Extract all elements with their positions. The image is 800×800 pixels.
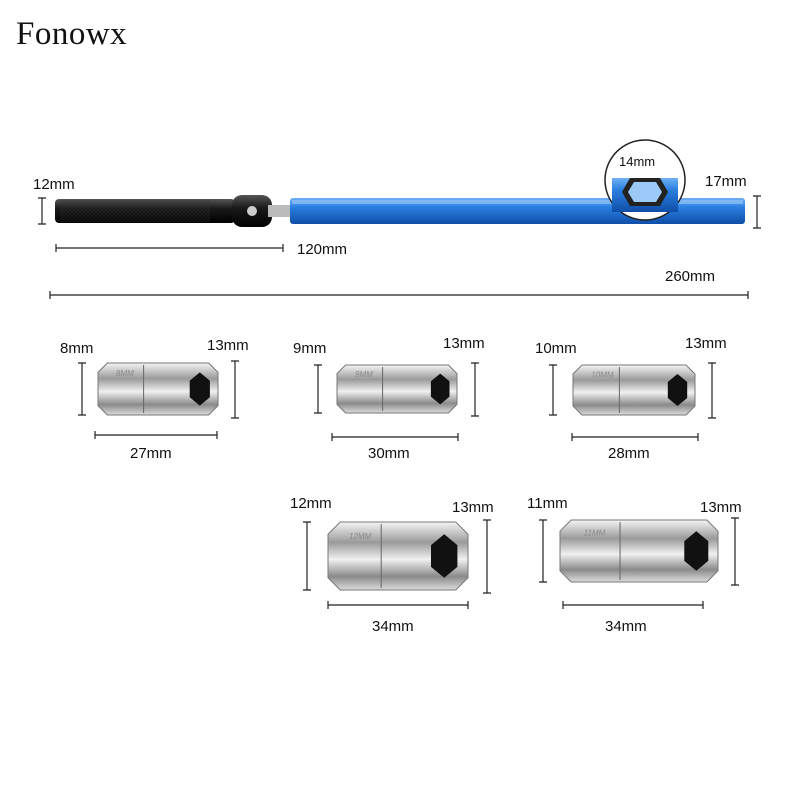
tool-dimensions <box>38 195 761 299</box>
socket-inner-label: 12mm <box>290 495 332 512</box>
socket-body <box>572 364 696 416</box>
hex-opening <box>667 374 688 406</box>
socket-1: 8MM <box>78 360 239 439</box>
handle-length-label: 120mm <box>297 241 348 258</box>
length-dim-line <box>94 431 218 439</box>
hex-opening <box>430 373 450 405</box>
socket-length-label: 27mm <box>130 445 172 462</box>
inner-dim-line <box>314 364 322 414</box>
inner-dim-line <box>78 362 86 416</box>
socket-engraving: 11MM <box>584 529 606 538</box>
socket-2: 9MM <box>314 362 479 441</box>
length-dim-line <box>562 601 704 609</box>
hex-opening <box>684 531 709 571</box>
socket-inner-label: 8mm <box>60 340 94 357</box>
hex-opening <box>431 534 458 578</box>
wrench-tool: 14mm <box>55 139 745 227</box>
socket-outer-label: 13mm <box>443 335 485 352</box>
socket-body <box>327 521 469 591</box>
socket-inner-label: 9mm <box>293 340 327 357</box>
socket-body <box>559 519 719 583</box>
socket-length-label: 34mm <box>605 618 647 635</box>
inner-dim-line <box>539 519 547 583</box>
outer-dim-line <box>471 362 479 417</box>
socket-5: 11MM <box>539 517 739 609</box>
outer-dim-line <box>231 360 239 419</box>
socket-engraving: 10MM <box>591 371 614 380</box>
outer-dim-line <box>708 362 716 419</box>
socket-outer-label: 13mm <box>207 337 249 354</box>
socket-outer-label: 13mm <box>685 335 727 352</box>
socket-3: 10MM <box>549 362 716 441</box>
inner-dim-line <box>303 521 311 591</box>
outer-dim-line <box>731 517 739 586</box>
socket-4: 12MM <box>303 519 491 609</box>
inset-socket-circle: 14mm <box>604 139 686 221</box>
socket-engraving: 9MM <box>355 370 373 379</box>
socket-outer-label: 13mm <box>452 499 494 516</box>
brand-logo: Fonowx <box>16 16 128 52</box>
length-dim-line <box>327 601 469 609</box>
socket-length-label: 30mm <box>368 445 410 462</box>
total-length-label: 260mm <box>665 268 716 285</box>
socket-length-label: 28mm <box>608 445 650 462</box>
socket-outer-label: 13mm <box>700 499 742 516</box>
inset-label: 14mm <box>619 154 655 169</box>
socket-inner-label: 10mm <box>535 340 577 357</box>
tube-diameter-label: 17mm <box>705 173 747 190</box>
inner-dim-line <box>549 364 557 416</box>
length-dim-line <box>331 433 459 441</box>
handle-diameter-label: 12mm <box>33 176 75 193</box>
socket-body <box>336 364 458 414</box>
hex-opening <box>189 372 210 406</box>
outer-dim-line <box>483 519 491 594</box>
socket-body <box>97 362 219 416</box>
length-dim-line <box>571 433 699 441</box>
socket-engraving: 12MM <box>349 532 372 541</box>
socket-engraving: 8MM <box>116 369 134 378</box>
sockets-group: 8MM 9MM 10MM 12MM 11MM <box>78 360 739 609</box>
socket-inner-label: 11mm <box>527 495 568 512</box>
socket-length-label: 34mm <box>372 618 414 635</box>
